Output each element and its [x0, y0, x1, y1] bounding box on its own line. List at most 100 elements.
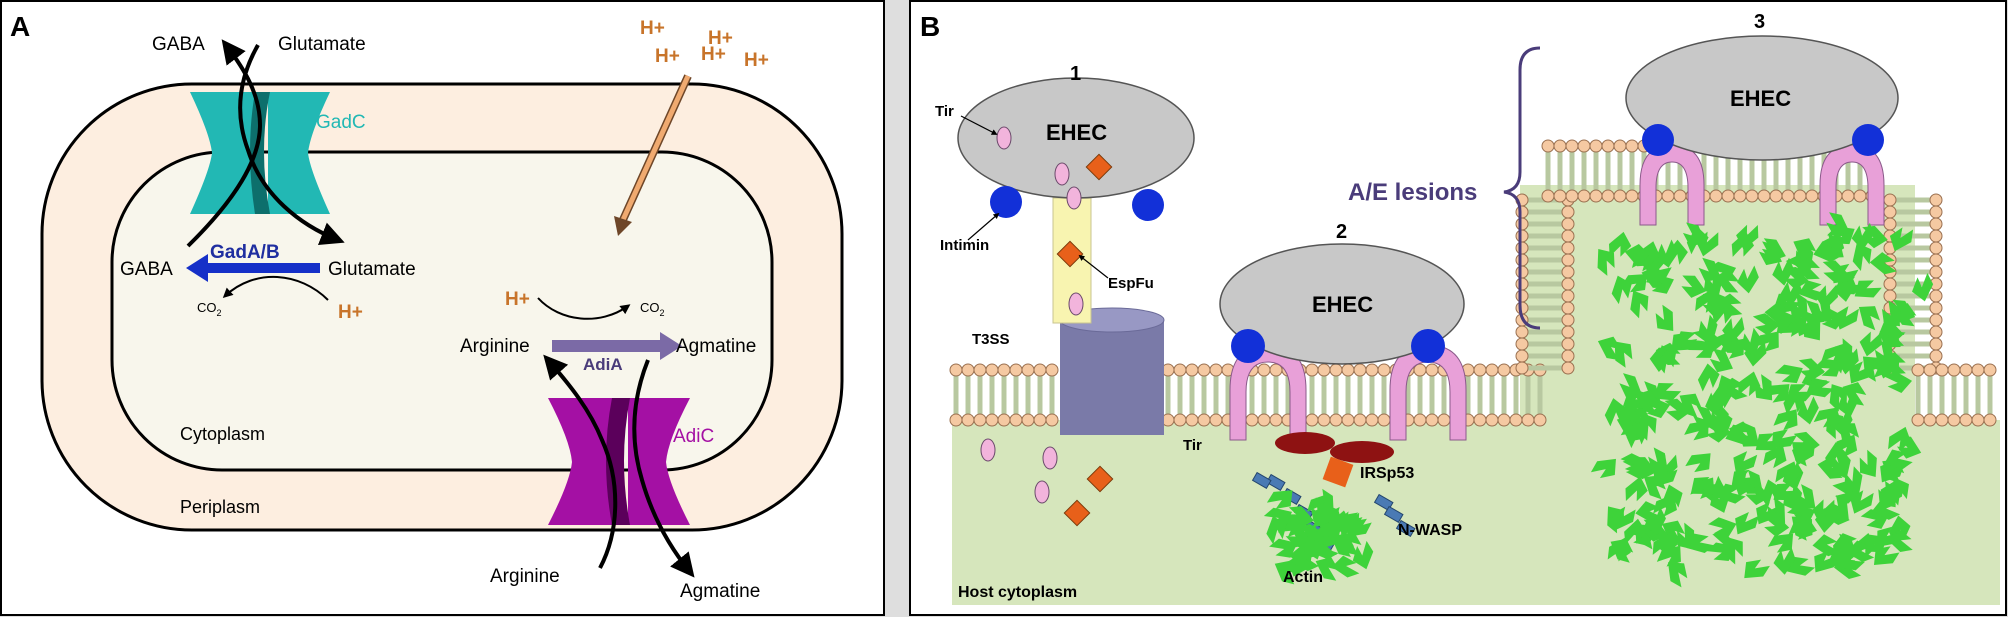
actin-filament	[1685, 453, 1711, 473]
lipid-head	[1509, 413, 1523, 427]
actin-filament	[1352, 540, 1374, 570]
lipid-head	[1561, 325, 1575, 339]
lipid-head	[1853, 189, 1867, 203]
lipid-head	[1929, 241, 1943, 255]
lipid-head	[1033, 363, 1047, 377]
host-cytoplasm-label: Host cytoplasm	[958, 584, 1077, 601]
actin-filament	[1763, 384, 1790, 403]
co2-right-subscript: 2	[660, 308, 665, 318]
actin-filament	[1618, 410, 1640, 435]
actin-filament	[1772, 257, 1794, 286]
actin-filament	[1612, 506, 1636, 530]
gaba-inside-label: GABA	[120, 259, 173, 280]
lipid-head	[1553, 139, 1567, 153]
actin-filament	[1709, 348, 1733, 373]
proton-label: H+	[701, 44, 726, 65]
actin-filament	[1888, 426, 1912, 451]
extracellular-protons: H+ H+ H+ H+ H+	[640, 18, 769, 71]
lipid-head	[985, 363, 999, 377]
actin-filament	[1852, 242, 1872, 271]
lipid-head	[1883, 193, 1897, 207]
actin-filament	[1833, 434, 1858, 458]
lipid-head	[1553, 189, 1567, 203]
espfu-effector	[1322, 456, 1354, 488]
actin-filament	[1655, 239, 1678, 268]
actin-filament	[1644, 507, 1666, 536]
lipid-head	[1561, 229, 1575, 243]
proton-influx-arrow	[614, 74, 692, 236]
arginine-inside-label: Arginine	[460, 336, 530, 357]
actin-filament	[1795, 257, 1820, 280]
lipid-head	[1515, 277, 1529, 291]
adic-label: AdiC	[673, 426, 714, 447]
actin-filament	[1826, 212, 1850, 236]
gad-enzyme-label: GadA/B	[210, 242, 280, 263]
actin-filament	[1653, 382, 1682, 401]
lipid-head	[1745, 189, 1759, 203]
gad-enzyme-arrow	[186, 254, 320, 282]
agmatine-inside-label: Agmatine	[676, 336, 756, 357]
actin-filament	[1871, 498, 1901, 520]
lipid-head	[1561, 217, 1575, 231]
actin-filament	[1798, 358, 1825, 381]
lipid-head	[1971, 413, 1985, 427]
actin-filament	[1833, 545, 1852, 572]
lipid-head	[1497, 363, 1511, 377]
lipid-head	[1515, 289, 1529, 303]
glutamate-import-arrow	[238, 44, 345, 245]
actin-filament	[1697, 363, 1720, 392]
actin-filament	[1722, 316, 1745, 344]
actin-filament	[1712, 298, 1735, 326]
cytoplasm-inner-membrane	[110, 150, 774, 472]
intimin-protein	[1852, 124, 1884, 156]
lipid-head	[1485, 363, 1499, 377]
lipid-head	[1209, 363, 1223, 377]
tir-label-bottom: Tir	[1183, 437, 1202, 454]
lipid-head	[1473, 363, 1487, 377]
lipid-head	[1515, 253, 1529, 267]
proton-label: H+	[744, 50, 769, 71]
actin-filament	[1288, 506, 1314, 529]
actin-filament	[1850, 490, 1874, 514]
actin-filament	[1814, 506, 1838, 533]
actin-filament	[1590, 458, 1616, 479]
actin-filament	[1829, 384, 1848, 412]
intimin-protein	[1132, 189, 1164, 221]
actin-filament	[1266, 490, 1293, 509]
co2-right-label: CO2	[640, 300, 665, 318]
lipid-head	[1781, 189, 1795, 203]
lipid-head	[1329, 413, 1343, 427]
actin-filament	[1341, 512, 1367, 532]
actin-filament	[1825, 442, 1848, 470]
lipid-head	[1045, 413, 1059, 427]
actin-filament	[1854, 280, 1882, 298]
actin-filament	[1644, 475, 1666, 500]
lipid-head	[1883, 277, 1897, 291]
irsp53-label: IRSp53	[1360, 465, 1414, 482]
lipid-head	[1929, 265, 1943, 279]
actin-filament	[1869, 252, 1897, 275]
lipid-head	[1577, 189, 1591, 203]
lipid-head	[1625, 139, 1639, 153]
lipid-head	[1561, 265, 1575, 279]
actin-filament	[1767, 497, 1786, 524]
actin-filament	[1610, 538, 1634, 563]
actin-filament	[1791, 441, 1816, 466]
actin-filament	[1269, 538, 1298, 558]
lipid-head	[1911, 363, 1925, 377]
arginine-outside-label: Arginine	[490, 566, 560, 587]
actin-filament	[1717, 483, 1746, 504]
periplasm-label: Periplasm	[180, 497, 260, 517]
actin-filament	[1836, 348, 1859, 375]
lipid-head	[1805, 189, 1819, 203]
actin-filament	[1646, 261, 1672, 282]
lipid-head	[1033, 413, 1047, 427]
actin-filament	[1744, 559, 1770, 579]
stage-3-number: 3	[1754, 11, 1765, 33]
actin-filament	[1773, 409, 1798, 431]
tir-effector	[1042, 446, 1058, 470]
actin-filament	[1315, 488, 1334, 515]
actin-filament	[1285, 525, 1311, 548]
lipid-head	[1541, 189, 1555, 203]
intimin-pointer	[967, 212, 1000, 241]
